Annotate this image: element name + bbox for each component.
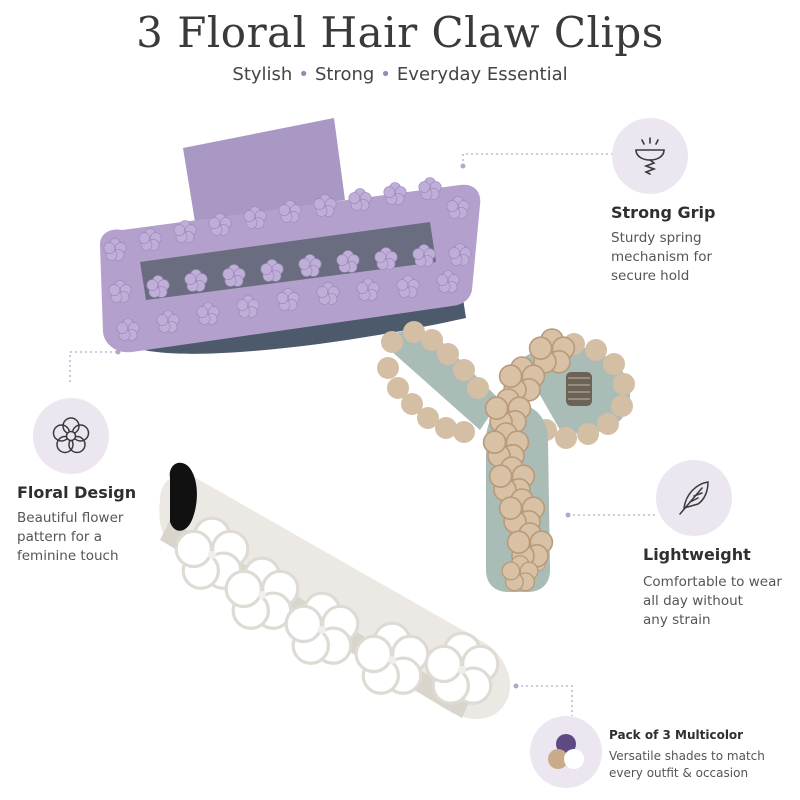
- desc-line: every outfit & occasion: [609, 766, 749, 780]
- desc-line: Comfortable to wear: [643, 574, 782, 590]
- white-claw-clip: [159, 462, 511, 720]
- feather-icon: [679, 481, 709, 515]
- feature-title-light: Lightweight: [643, 545, 751, 564]
- feature-title-floral: Floral Design: [17, 483, 137, 502]
- bullet-dot: •: [380, 64, 391, 85]
- desc-line: mechanism for: [611, 249, 713, 265]
- desc-line: Sturdy spring: [611, 230, 702, 246]
- desc-line: feminine touch: [17, 548, 119, 564]
- tagline: Stylish•Strong•Everyday Essential: [0, 64, 800, 85]
- desc-line: all day without: [643, 593, 743, 609]
- feature-desc-light: Comfortable to wear all day without any …: [643, 573, 782, 630]
- feature-title-grip: Strong Grip: [611, 203, 716, 222]
- beige-claw-clip: [377, 321, 635, 592]
- feature-badge-light: [656, 460, 732, 536]
- purple-claw-clip: [100, 118, 481, 354]
- desc-line: any strain: [643, 612, 711, 628]
- feature-desc-pack: Versatile shades to match every outfit &…: [609, 748, 765, 782]
- desc-line: secure hold: [611, 268, 690, 284]
- feature-badge-grip: [612, 118, 688, 194]
- tagline-item: Strong: [314, 64, 375, 85]
- desc-line: pattern for a: [17, 529, 103, 545]
- tagline-item: Everyday Essential: [396, 64, 568, 85]
- flower-icon: [52, 417, 90, 454]
- desc-line: Beautiful flower: [17, 510, 124, 526]
- feature-desc-floral: Beautiful flower pattern for a feminine …: [17, 509, 123, 566]
- page-title: 3 Floral Hair Claw Clips: [136, 8, 664, 57]
- color-swatch-icon: [548, 734, 584, 769]
- feature-desc-grip: Sturdy spring mechanism for secure hold: [611, 229, 712, 286]
- feature-title-pack: Pack of 3 Multicolor: [609, 728, 744, 742]
- desc-line: Versatile shades to match: [609, 749, 765, 763]
- connector-lines: [69, 153, 656, 716]
- feature-badge-pack: [530, 716, 602, 788]
- spring-icon: [635, 137, 665, 175]
- feature-badge-floral: [33, 398, 109, 474]
- tagline-item: Stylish: [232, 64, 293, 85]
- bullet-dot: •: [298, 64, 309, 85]
